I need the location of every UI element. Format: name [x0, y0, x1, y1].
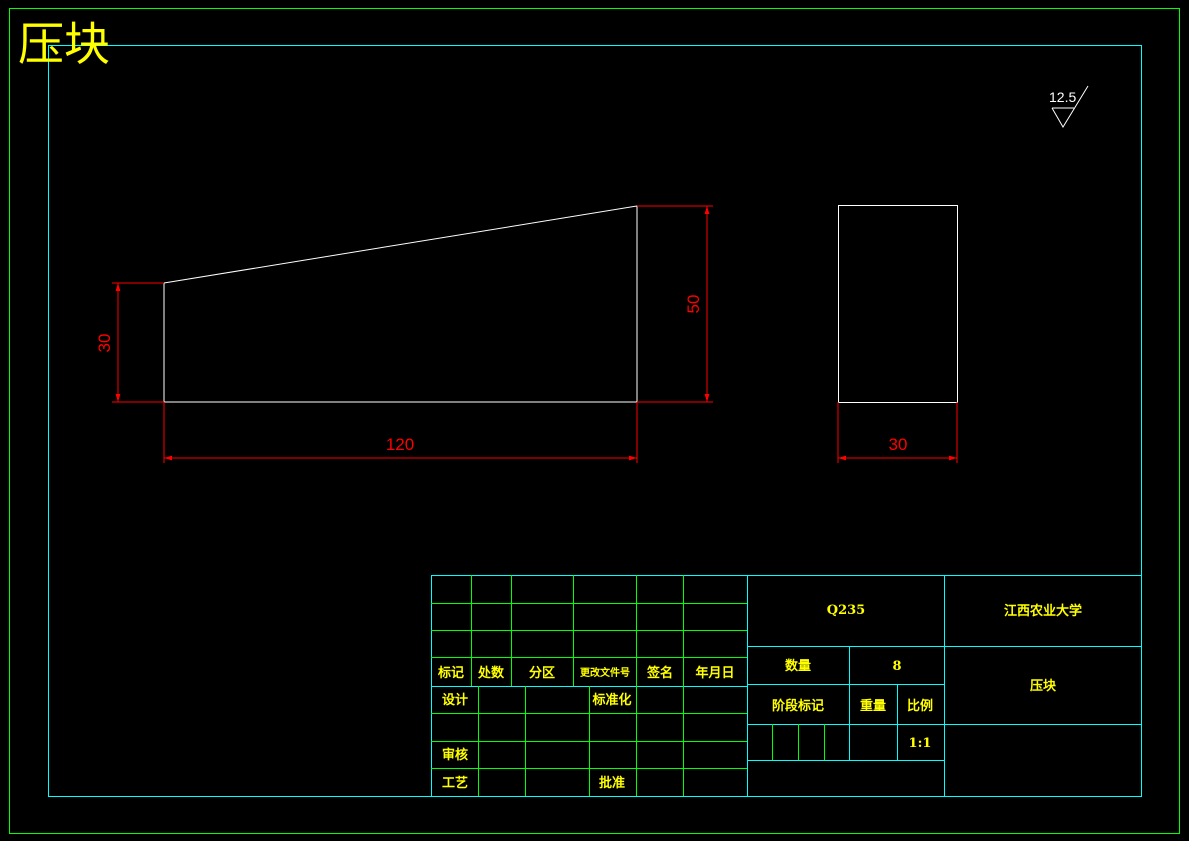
sign-grid [431, 686, 747, 796]
dimension-length: 120 [163, 402, 638, 463]
material: Q235 [827, 603, 865, 618]
revision-grid [431, 575, 747, 686]
outer-frame [9, 8, 1180, 834]
label-approve: 批准 [599, 775, 625, 791]
stage-mark-cells [772, 724, 825, 760]
scale-label: 比例 [907, 698, 933, 714]
dim-right-height-text: 50 [684, 295, 703, 314]
dimension-left-height: 30 [95, 282, 164, 403]
inner-frame [48, 45, 1142, 797]
header-signature: 签名 [646, 665, 673, 681]
label-standardization: 标准化 [591, 692, 631, 708]
middle-grid-cyan [747, 646, 1141, 761]
dimension-right-height: 50 [637, 205, 713, 403]
scale-value: 1:1 [909, 736, 932, 751]
label-review: 审核 [442, 747, 468, 763]
part-name: 压块 [1030, 678, 1057, 694]
quantity-label: 数量 [785, 658, 811, 674]
header-zone: 分区 [529, 665, 555, 681]
header-count: 处数 [477, 665, 505, 681]
drawing-title: 压块 [18, 17, 110, 71]
side-view-outline [838, 205, 958, 403]
title-block: 标记 处数 分区 更改文件号 签名 年月日 设计 标准化 审核 工艺 批准 Q2… [431, 575, 1142, 797]
roughness-value: 12.5 [1049, 89, 1076, 105]
organization: 江西农业大学 [1004, 603, 1082, 619]
dim-length-text: 120 [386, 435, 414, 454]
dim-side-width-text: 30 [889, 435, 908, 454]
stage-mark-label: 阶段标记 [772, 698, 824, 714]
header-mark: 标记 [437, 665, 464, 681]
header-date: 年月日 [695, 665, 734, 681]
front-view-outline [163, 205, 638, 403]
dimension-side-width: 30 [837, 402, 958, 463]
roughness-symbol-icon: 12.5 [1049, 85, 1089, 128]
weight-label: 重量 [860, 698, 886, 714]
dim-left-height-text: 30 [95, 334, 114, 353]
label-design: 设计 [442, 692, 468, 708]
label-process: 工艺 [442, 775, 468, 791]
header-change-doc: 更改文件号 [580, 666, 630, 679]
quantity-value: 8 [892, 659, 901, 674]
